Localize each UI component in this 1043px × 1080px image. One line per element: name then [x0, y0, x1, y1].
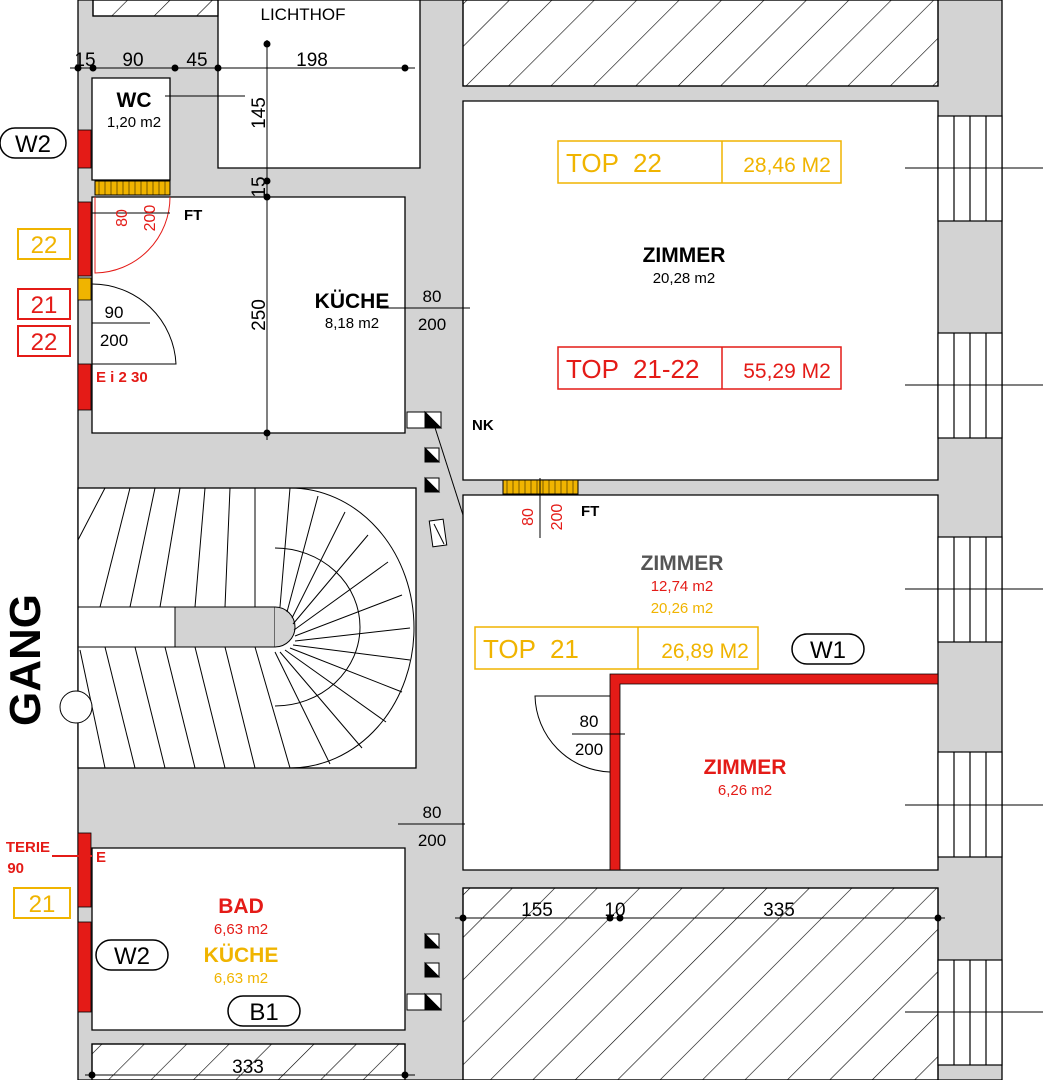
zimmer-mid-name: ZIMMER: [641, 552, 724, 575]
lichthof-label: LICHTHOF: [261, 5, 346, 24]
zimmer-small-area: 6,26 m2: [718, 782, 772, 799]
ei230-mark: E i 2 30: [96, 369, 148, 386]
dim-145: 145: [249, 97, 270, 129]
terie-num: 90: [7, 860, 24, 877]
zimmer-mid-area-yellow: 20,26 m2: [651, 600, 714, 617]
dim-90: 90: [122, 50, 143, 71]
top21-label: TOP 21: [483, 634, 579, 664]
red-partition: [609, 673, 939, 871]
dim-335: 335: [763, 900, 795, 921]
top2122-label: TOP 21-22: [566, 354, 699, 384]
zimmer-top-name: ZIMMER: [643, 244, 726, 267]
kueche-name: KÜCHE: [315, 290, 390, 313]
door-swing-small: [534, 695, 611, 773]
door-entry-h: 200: [100, 331, 128, 350]
bad-alt-area: 6,63 m2: [214, 970, 268, 987]
yellow-wall-segment: [77, 277, 92, 301]
top2122-area: 55,29 M2: [743, 360, 831, 383]
tag-w2-bottom: W2: [114, 943, 150, 970]
ft-mid: FT: [581, 503, 599, 520]
tag-22-red: 22: [31, 329, 58, 356]
red-walls: [77, 129, 939, 1013]
stair-turn-mid: [274, 547, 361, 707]
corridor-label: GANG: [1, 594, 50, 726]
hatch-top-right: [462, 0, 939, 87]
red-wall-segment-4: [77, 832, 92, 908]
dimension-lines: [52, 40, 945, 1079]
wc-name: WC: [117, 89, 152, 112]
terie-mark: TERIE: [6, 839, 50, 856]
tag-w1: W1: [810, 637, 846, 664]
red-wall-segment-2: [77, 201, 92, 277]
ft-top: FT: [184, 207, 202, 224]
unit-boxes: [474, 140, 842, 670]
stair-treads: [77, 487, 411, 769]
stair-turn-inner: [274, 606, 296, 648]
dim-15b: 15: [249, 176, 270, 197]
top21-box: [474, 626, 759, 670]
door-bad-w: 80: [423, 803, 442, 822]
dim-155: 155: [521, 900, 553, 921]
tag-w2-top: W2: [15, 131, 51, 158]
door-mid-w: 80: [520, 508, 537, 526]
tag-b1: B1: [249, 999, 278, 1026]
door-mid-h: 200: [549, 504, 566, 531]
door-kueche-w: 80: [423, 287, 442, 306]
door-swings: [91, 196, 611, 773]
door-entry-w: 90: [105, 303, 124, 322]
dim-198: 198: [296, 50, 328, 71]
top22-area: 28,46 M2: [743, 154, 831, 177]
stair-landing: [174, 606, 276, 648]
red-wall-segment-1: [77, 129, 92, 169]
door-bad-h: 200: [418, 831, 446, 850]
door-swing-entry: [91, 283, 177, 365]
fire-door-top: [94, 180, 171, 196]
stair-circle-mark: [59, 690, 93, 724]
tag-22-yellow: 22: [31, 232, 58, 259]
tag-21-red: 21: [31, 292, 58, 319]
bad-area: 6,63 m2: [214, 921, 268, 938]
hatch-top-left: [92, 0, 219, 17]
top2122-box: [557, 346, 842, 390]
zimmer-mid-area-red: 12,74 m2: [651, 578, 714, 595]
door-wc-w: 80: [114, 209, 131, 227]
door-kueche-h: 200: [418, 315, 446, 334]
dim-250: 250: [249, 299, 270, 331]
tag-21-yellow: 21: [29, 891, 56, 918]
tag-boxes: [0, 127, 865, 1027]
stair-turn-outer: [289, 487, 415, 769]
hatch-bottom-left: [91, 1043, 406, 1080]
door-small-w: 80: [580, 712, 599, 731]
top21-area: 26,89 M2: [661, 640, 749, 663]
hatched-areas: [91, 0, 939, 1080]
dim-15a: 15: [74, 50, 95, 71]
kueche-area: 8,18 m2: [325, 315, 379, 332]
wc-area: 1,20 m2: [107, 114, 161, 131]
top22-label: TOP 22: [566, 148, 662, 178]
zimmer-small-name: ZIMMER: [704, 756, 787, 779]
nk-mark: NK: [472, 417, 494, 434]
dim-45: 45: [186, 50, 207, 71]
dim-333: 333: [232, 1057, 264, 1078]
e-mark: E: [96, 849, 106, 866]
staircase: [59, 487, 415, 769]
hatch-bottom-right: [462, 887, 939, 1080]
bad-name: BAD: [218, 895, 264, 918]
dim-10: 10: [604, 900, 625, 921]
door-wc-h: 200: [142, 205, 159, 232]
bad-alt-name: KÜCHE: [204, 944, 279, 967]
top22-box: [557, 140, 842, 184]
zimmer-top-area: 20,28 m2: [653, 270, 716, 287]
window-tick-lines: [905, 167, 1043, 1013]
door-small-h: 200: [575, 740, 603, 759]
labels: GANG LICHTHOF WC 1,20 m2 KÜCHE 8,18 m2 Z…: [1, 5, 846, 1078]
shafts: [406, 410, 448, 1011]
red-wall-segment-3: [77, 363, 92, 411]
red-wall-segment-5: [77, 921, 92, 1013]
